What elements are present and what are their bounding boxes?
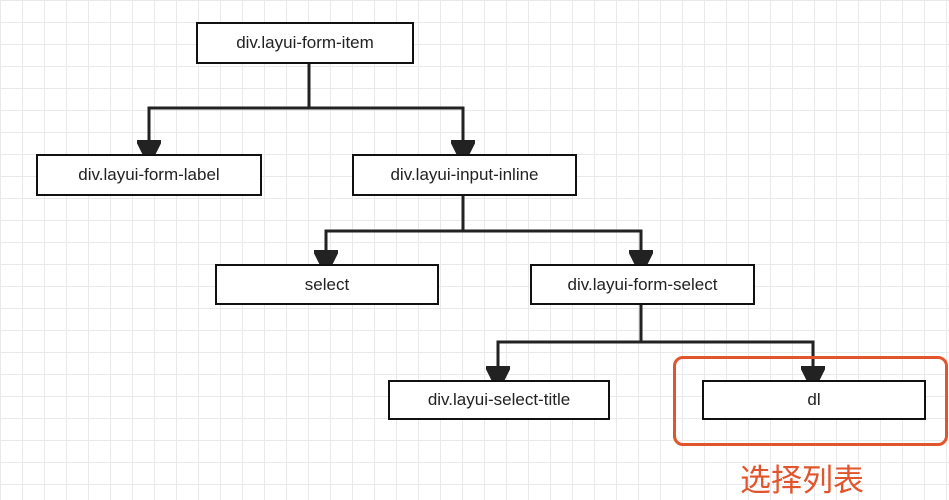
- highlight-dl-frame: [673, 356, 948, 446]
- node-dl: dl: [702, 380, 926, 420]
- highlight-caption: 选择列表: [740, 463, 864, 499]
- node-form-item: div.layui-form-item: [196, 22, 414, 64]
- node-select-title: div.layui-select-title: [388, 380, 610, 420]
- node-form-select: div.layui-form-select: [530, 264, 755, 305]
- node-input-inline: div.layui-input-inline: [352, 154, 577, 196]
- node-form-label: div.layui-form-label: [36, 154, 262, 196]
- node-select: select: [215, 264, 439, 305]
